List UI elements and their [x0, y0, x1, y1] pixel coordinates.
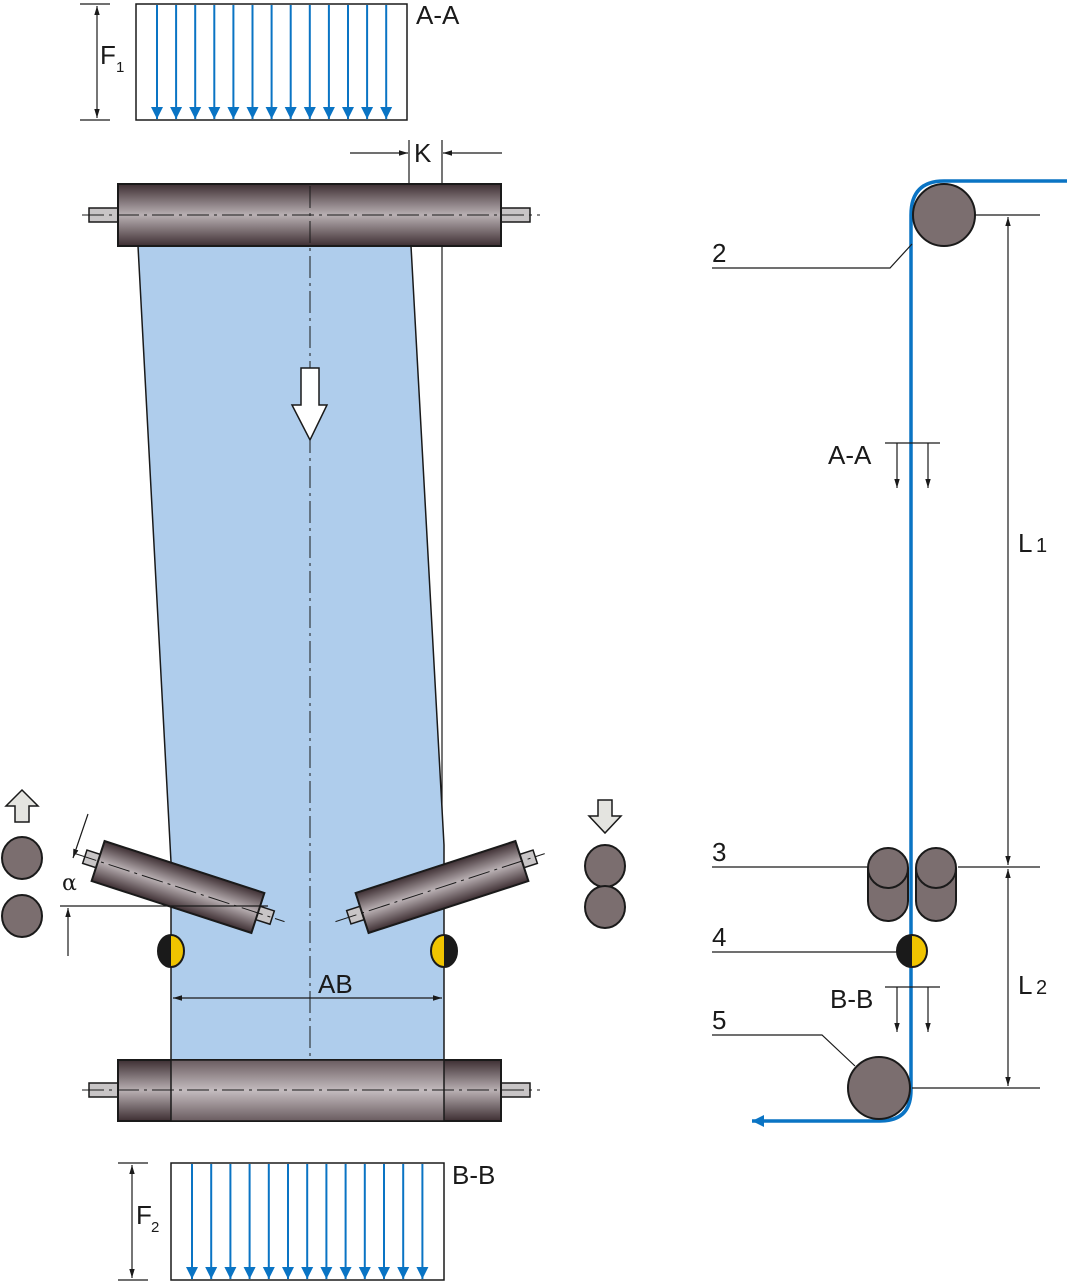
web-path-line [752, 179, 1067, 1127]
leader-2 [712, 243, 913, 269]
force-1-subscript: 1 [116, 59, 124, 76]
edge-sensor-right [430, 934, 458, 968]
guide-roller-right [335, 839, 545, 935]
leader-5 [712, 1034, 856, 1067]
part-5-label: 5 [712, 1005, 726, 1035]
roller-end-view [584, 885, 626, 929]
side-section-a-label: A-A [828, 440, 872, 470]
edge-sensor-left [157, 934, 185, 968]
section-a-label: A-A [416, 0, 460, 30]
width-ab-label: AB [318, 969, 353, 999]
roller-end-view [584, 844, 626, 888]
length-2-label: L [1018, 970, 1032, 1000]
force-2-subscript: 2 [151, 1219, 159, 1236]
top-roller [82, 183, 540, 247]
roller-5 [847, 1056, 911, 1120]
part-3-label: 3 [712, 837, 726, 867]
section-marker-b: B-B [830, 984, 940, 1032]
hollow-up-arrow-icon [4, 788, 40, 823]
angle-label: α [62, 871, 77, 896]
section-marker-a: A-A [828, 440, 940, 488]
length-dimensions: L 1 L 2 [912, 214, 1047, 1089]
hollow-down-arrow-icon [587, 799, 623, 835]
guide-roller-left [75, 839, 285, 935]
section-b-label: B-B [452, 1160, 495, 1190]
part-4-label: 4 [712, 922, 726, 952]
length-1-label: L [1018, 528, 1032, 558]
hollow-down-arrow-icon [290, 367, 329, 442]
roller-2 [912, 183, 976, 247]
force-2-label: F [136, 1200, 152, 1230]
offset-k-dimension: K [350, 138, 502, 845]
part-2-label: 2 [712, 238, 726, 268]
web-material [137, 245, 445, 1061]
bottom-roller [82, 1059, 540, 1122]
length-1-subscript: 1 [1036, 535, 1047, 557]
roller-end-view [1, 836, 43, 880]
angle-alpha-dimension: α [60, 813, 268, 956]
force-distribution-b: F 2 B-B [118, 1160, 495, 1281]
offset-k-label: K [414, 138, 432, 168]
force-distribution-a: F 1 A-A [80, 0, 460, 121]
roller-pair-3 [867, 847, 957, 922]
roller-end-view [1, 894, 43, 938]
side-section-b-label: B-B [830, 984, 873, 1014]
force-1-label: F [100, 40, 116, 70]
edge-sensor-4 [896, 934, 928, 968]
length-2-subscript: 2 [1036, 977, 1047, 999]
